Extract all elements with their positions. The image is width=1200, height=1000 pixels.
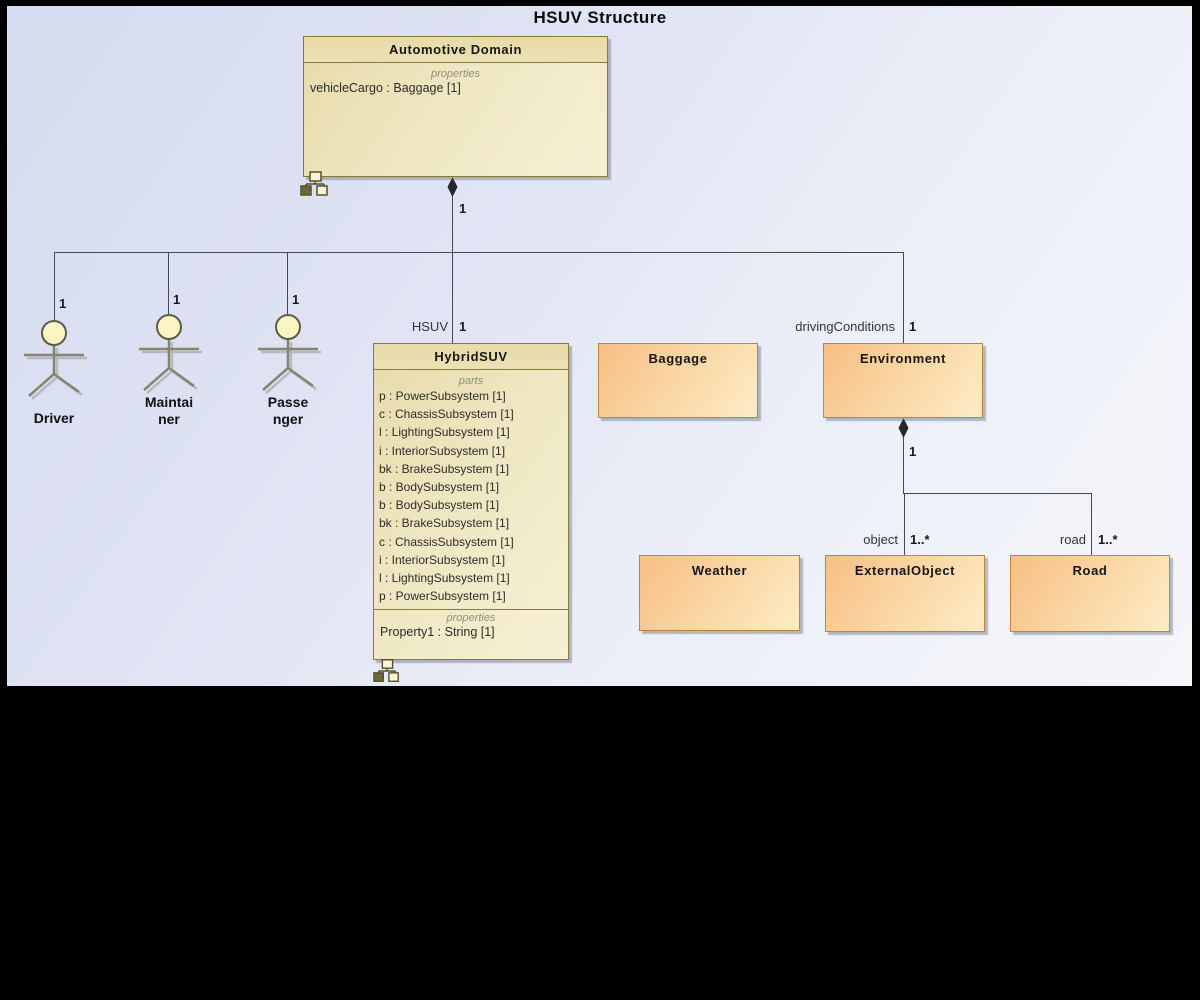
hsuv-multiplicity: 1 — [459, 319, 467, 334]
environment-multiplicity: 1 — [909, 444, 917, 459]
part-item: p : PowerSubsystem [1] — [379, 389, 506, 403]
edge-branch-horizontal — [903, 493, 1092, 494]
compartment-divider — [374, 609, 568, 611]
part-item: l : LightingSubsystem [1] — [379, 571, 510, 586]
maintainer-label-line1: Maintai — [144, 394, 194, 410]
baggage-title: Baggage — [648, 351, 708, 366]
part-item: c : ChassisSubsystem [1] — [379, 407, 514, 422]
part-item: i : InteriorSubsystem [1] — [379, 443, 506, 458]
environment-title: Environment — [859, 351, 947, 366]
object-role-label: object — [863, 532, 898, 547]
edge-externalobject-drop — [904, 493, 905, 555]
hybrid-suv-parts: p : PowerSubsystem [1] c : ChassisSubsyst… — [374, 387, 568, 605]
part-item: i : InteriorSubsystem [1] — [379, 552, 506, 567]
passenger-label-line2: nger — [272, 411, 304, 427]
part-item: c : ChassisSubsystem [1] — [379, 534, 514, 549]
block-road[interactable]: Road — [1010, 555, 1170, 632]
edge-environment-stub — [903, 252, 904, 343]
edge-passenger-stub — [287, 252, 288, 314]
parts-compartment-label: parts — [458, 375, 484, 387]
block-environment[interactable]: Environment — [823, 343, 983, 418]
driver-multiplicity: 1 — [59, 296, 67, 311]
block-external-object[interactable]: ExternalObject — [825, 555, 985, 632]
properties-compartment-label: properties — [431, 68, 480, 80]
black-bottom-band — [0, 686, 1200, 1000]
automotive-domain-properties: vehicleCargo : Baggage [1] — [304, 80, 607, 97]
structure-diagram-icon — [300, 171, 328, 196]
passenger-label-line1: Passe — [267, 394, 309, 410]
block-baggage[interactable]: Baggage — [598, 343, 758, 418]
actor-driver[interactable] — [20, 318, 88, 402]
automotive-domain-multiplicity: 1 — [459, 201, 467, 216]
road-role-label: road — [1059, 532, 1086, 547]
part-item: bk : BrakeSubsystem [1] — [379, 461, 510, 476]
driver-label: Driver — [13, 410, 95, 427]
part-item: l : LightingSubsystem [1] — [379, 425, 510, 440]
maintainer-multiplicity: 1 — [173, 292, 181, 307]
actor-passenger[interactable] — [254, 312, 322, 396]
edge-environment-comp-vertical — [903, 436, 904, 493]
page-title: HSUV Structure — [533, 8, 667, 27]
properties-compartment-label: properties — [446, 612, 496, 625]
composite-diamond-icon — [898, 418, 909, 438]
maintainer-label: Maintai ner — [128, 394, 210, 428]
property-item: vehicleCargo : Baggage [1] — [310, 81, 461, 95]
edge-maintainer-stub — [168, 252, 169, 314]
block-hybrid-suv[interactable]: HybridSUV parts p : PowerSubsystem [1] c … — [373, 343, 569, 660]
road-multiplicity: 1..* — [1098, 532, 1118, 547]
actor-maintainer[interactable] — [135, 312, 203, 396]
structure-diagram-icon — [373, 659, 399, 682]
edge-road-drop — [1091, 493, 1092, 555]
part-item: p : PowerSubsystem [1] — [379, 589, 506, 604]
diagram-canvas: 1 HSUV 1 drivingConditions 1 1 object 1.… — [7, 6, 1192, 686]
property-item: Property1 : String [1] — [380, 625, 495, 640]
hybrid-suv-properties: Property1 : String [1] — [374, 624, 568, 641]
part-item: b : BodySubsystem [1] — [379, 480, 500, 495]
edge-autodomain-vertical — [452, 196, 453, 343]
composite-diamond-icon — [447, 177, 458, 197]
driving-conditions-multiplicity: 1 — [909, 319, 917, 334]
automotive-domain-title: Automotive Domain — [304, 37, 607, 63]
passenger-multiplicity: 1 — [292, 292, 300, 307]
external-object-title: ExternalObject — [854, 563, 956, 578]
weather-title: Weather — [691, 563, 748, 578]
passenger-label: Passe nger — [247, 394, 329, 428]
object-multiplicity: 1..* — [910, 532, 930, 547]
maintainer-label-line2: ner — [158, 411, 180, 427]
part-item: b : BodySubsystem [1] — [379, 498, 500, 513]
road-title: Road — [1072, 563, 1108, 578]
part-item: bk : BrakeSubsystem [1] — [379, 516, 510, 531]
block-weather[interactable]: Weather — [639, 555, 800, 631]
driving-conditions-role-label: drivingConditions — [795, 319, 895, 334]
block-automotive-domain[interactable]: Automotive Domain properties vehicleCarg… — [303, 36, 608, 177]
edge-tree-horizontal — [55, 252, 904, 253]
hybrid-suv-title: HybridSUV — [374, 344, 568, 370]
edge-driver-stub — [54, 252, 55, 320]
hsuv-role-label: HSUV — [411, 319, 448, 334]
driver-label-line: Driver — [33, 410, 75, 426]
